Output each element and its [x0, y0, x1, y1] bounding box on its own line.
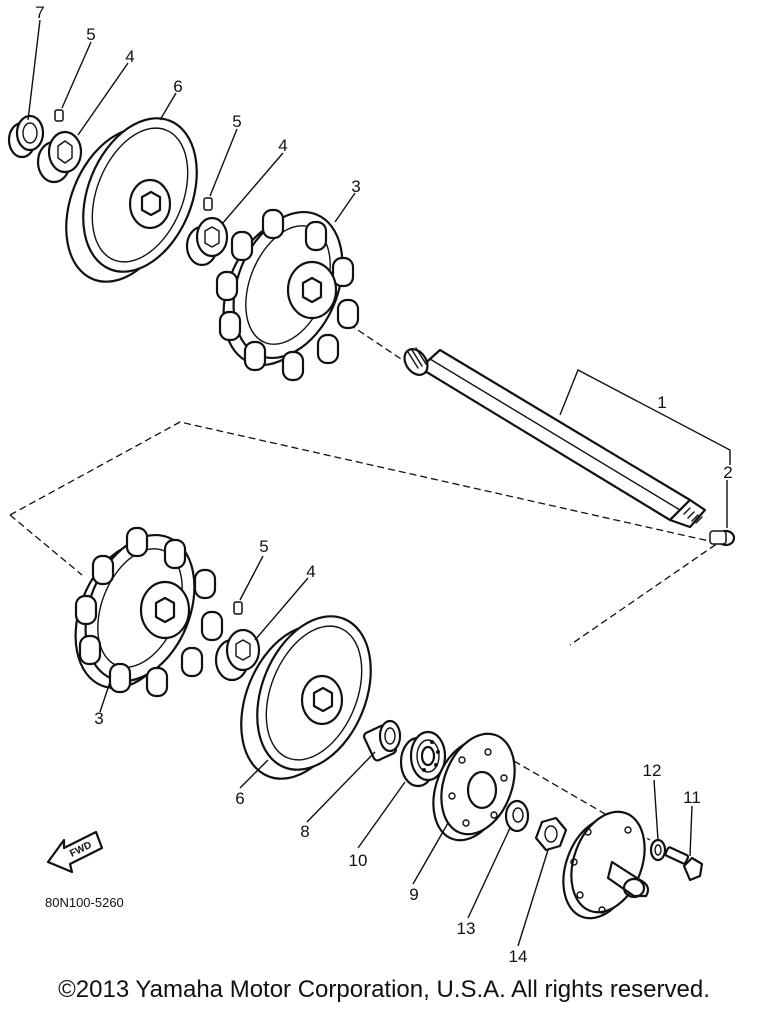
part-5-clip-top — [54, 109, 64, 122]
callout-4-mid: 4 — [278, 136, 287, 155]
callout-12: 12 — [643, 761, 662, 780]
callout-2: 2 — [723, 463, 732, 482]
leader-lines — [27, 19, 731, 947]
part-6-wheel-upper — [65, 117, 198, 283]
part-8-collar — [363, 719, 402, 762]
part-3-sprocket-lower — [74, 526, 224, 698]
callout-5-lower: 5 — [259, 537, 268, 556]
part-3-sprocket-upper — [215, 208, 360, 382]
part-7-collar — [7, 114, 45, 159]
hub-flange — [562, 810, 650, 920]
part-10-ball-bearing — [399, 730, 447, 788]
callout-6-lower: 6 — [235, 789, 244, 808]
part-9-flange — [432, 732, 516, 842]
part-12-lock-washer — [649, 838, 667, 862]
part-callouts: 7 5 4 6 5 4 3 1 2 5 4 3 6 8 10 9 13 14 1… — [35, 3, 732, 966]
callout-14: 14 — [509, 947, 528, 966]
callout-10: 10 — [349, 851, 368, 870]
part-6-wheel-lower — [240, 615, 372, 780]
part-4-bearing-lower — [214, 628, 261, 682]
callout-1: 1 — [657, 393, 666, 412]
part-4-bearing-top — [36, 130, 83, 184]
part-14-nut — [534, 816, 568, 852]
callout-3-upper: 3 — [351, 177, 360, 196]
callout-4-lower: 4 — [306, 562, 315, 581]
part-5-clip-mid — [203, 197, 213, 211]
part-5-clip-lower — [233, 601, 243, 615]
fwd-arrow-icon: FWD — [46, 830, 104, 874]
callout-5-mid: 5 — [232, 112, 241, 131]
callout-6-upper: 6 — [173, 77, 182, 96]
part-4-bearing-mid — [185, 216, 229, 267]
part-13-washer — [504, 799, 530, 833]
callout-3-lower: 3 — [94, 709, 103, 728]
copyright-notice: ©2013 Yamaha Motor Corporation, U.S.A. A… — [58, 976, 710, 1003]
part-11-bolt — [664, 846, 704, 882]
callout-4-top: 4 — [125, 47, 134, 66]
callout-9: 9 — [409, 885, 418, 904]
drawing-code: 80N100-5260 — [45, 895, 124, 910]
callout-11: 11 — [683, 788, 701, 807]
callout-7: 7 — [35, 3, 44, 22]
callout-13: 13 — [457, 919, 476, 938]
part-2-plug — [709, 529, 736, 547]
callout-8: 8 — [300, 822, 309, 841]
callout-5-top: 5 — [86, 25, 95, 44]
part-1-shaft — [403, 347, 707, 529]
